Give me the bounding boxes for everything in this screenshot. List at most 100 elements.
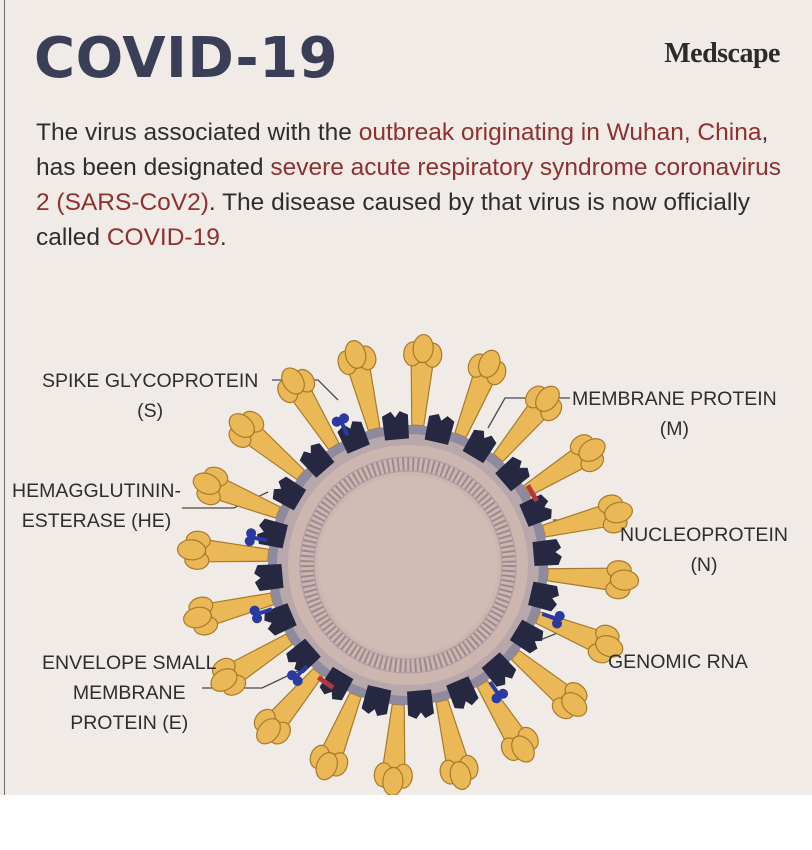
spike-head-lobe bbox=[281, 367, 305, 395]
spike-glycoprotein bbox=[373, 703, 413, 795]
he-head bbox=[554, 610, 565, 621]
intro-text-4: . bbox=[219, 224, 227, 251]
spike-glycoprotein bbox=[454, 349, 507, 439]
spike-stalk bbox=[214, 477, 282, 519]
hemagglutinin-esterase bbox=[541, 610, 565, 629]
spike-head-lobe bbox=[228, 413, 255, 438]
spike-head-lobe bbox=[478, 349, 501, 378]
intro-text-1: The virus associated with the bbox=[36, 119, 359, 146]
spike-glycoprotein bbox=[522, 434, 606, 497]
he-stalk bbox=[488, 680, 500, 695]
label-n-line1: NUCLEOPROTEIN bbox=[620, 524, 788, 546]
label-spike-line1: SPIKE GLYCOPROTEIN bbox=[42, 370, 259, 392]
membrane-protein bbox=[532, 538, 562, 566]
page-title: COVID-19 bbox=[34, 26, 339, 91]
membrane-protein-body bbox=[407, 689, 435, 719]
membrane-protein-body bbox=[509, 619, 544, 654]
membrane-protein-body bbox=[272, 476, 307, 511]
spike-glycoprotein bbox=[492, 385, 563, 463]
virion-particle bbox=[176, 333, 640, 795]
membrane-protein-body bbox=[424, 414, 455, 445]
he-stalk bbox=[541, 612, 557, 621]
genomic-rna-coil bbox=[299, 456, 517, 674]
spike-glycoprotein bbox=[253, 667, 324, 745]
membrane-protein bbox=[495, 456, 530, 492]
spike-glycoprotein bbox=[435, 698, 479, 790]
membrane-protein bbox=[381, 411, 409, 441]
spike-head-lobe bbox=[412, 333, 434, 364]
membrane-protein-body bbox=[381, 411, 409, 441]
membrane-protein-body bbox=[299, 443, 335, 478]
he-head bbox=[246, 528, 257, 539]
spike-head-lobe bbox=[449, 761, 472, 790]
membrane-protein-body bbox=[462, 429, 497, 464]
spike-glycoprotein bbox=[309, 691, 362, 781]
membrane-protein bbox=[286, 638, 321, 674]
membrane-protein bbox=[407, 689, 435, 719]
hemagglutinin-esterase bbox=[249, 605, 273, 624]
capsid-interior bbox=[318, 475, 498, 655]
label-n-line2: (N) bbox=[690, 554, 718, 576]
label-genomic-rna: GENOMIC RNA bbox=[608, 647, 748, 677]
membrane-protein-body bbox=[319, 666, 354, 701]
spike-stalk bbox=[510, 649, 572, 705]
spike-head-lobe bbox=[344, 340, 367, 369]
spike-head-lobe bbox=[578, 438, 606, 462]
spike-glycoprotein bbox=[228, 410, 306, 481]
intro-highlight-origin: outbreak originating in Wuhan, China bbox=[358, 119, 762, 146]
he-stalk bbox=[295, 664, 309, 678]
spike-glycoprotein bbox=[176, 530, 270, 570]
membrane-protein-body bbox=[361, 685, 392, 716]
brand-logo: Medscape bbox=[664, 38, 780, 69]
membrane-protein bbox=[424, 414, 455, 445]
membrane-protein-body bbox=[264, 603, 297, 636]
rna-coil-edge bbox=[299, 456, 517, 674]
spike-head-lobe bbox=[176, 539, 207, 561]
membrane-protein bbox=[299, 443, 335, 478]
label-he-line1: HEMAGGLUTININ- bbox=[12, 480, 182, 502]
membrane-protein bbox=[519, 494, 552, 527]
label-membrane-line1: MEMBRANE PROTEIN bbox=[572, 388, 777, 410]
spike-glycoprotein bbox=[476, 679, 539, 763]
he-head bbox=[339, 413, 350, 424]
spike-glycoprotein bbox=[541, 494, 633, 538]
label-envelope-line1: ENVELOPE SMALL bbox=[42, 652, 217, 674]
spike-glycoprotein bbox=[534, 611, 624, 664]
he-stalk bbox=[339, 421, 350, 437]
label-hemagglutinin-esterase: HEMAGGLUTININ- ESTERASE (HE) bbox=[12, 476, 181, 536]
membrane-protein bbox=[264, 603, 297, 636]
hemagglutinin-esterase bbox=[244, 528, 268, 547]
spike-stalk bbox=[320, 691, 362, 759]
spike-glycoprotein bbox=[510, 649, 588, 720]
spike-stalk bbox=[244, 425, 306, 481]
membrane-protein-body bbox=[495, 456, 530, 492]
spike-head-lobe bbox=[609, 569, 640, 591]
spike-glycoprotein bbox=[403, 333, 443, 427]
spike-head-lobe bbox=[210, 668, 238, 692]
spike-head-lobe bbox=[183, 606, 212, 629]
label-envelope-small-membrane-protein: ENVELOPE SMALL MEMBRANE PROTEIN (E) bbox=[42, 648, 217, 738]
label-rna-line1: GENOMIC RNA bbox=[608, 651, 748, 673]
membrane-protein-body bbox=[528, 581, 559, 612]
spike-head-lobe bbox=[511, 735, 535, 763]
membrane-protein bbox=[481, 652, 517, 687]
envelope-small-membrane-protein bbox=[316, 675, 335, 690]
spike-head-lobe bbox=[382, 766, 404, 795]
membrane-protein-body bbox=[519, 494, 552, 527]
label-membrane-protein: MEMBRANE PROTEIN (M) bbox=[572, 384, 777, 444]
label-nucleoprotein: NUCLEOPROTEIN (N) bbox=[620, 520, 788, 580]
membrane-protein-body bbox=[254, 564, 284, 592]
membrane-protein bbox=[319, 666, 354, 701]
intro-text-3: . The disease caused by that virus is no… bbox=[36, 189, 751, 251]
spike-glycoprotein bbox=[337, 340, 381, 432]
label-envelope-line3: PROTEIN (E) bbox=[70, 712, 189, 734]
spike-stalk bbox=[492, 401, 548, 463]
spike-head-lobe bbox=[604, 501, 633, 524]
label-membrane-line2: (M) bbox=[659, 418, 689, 440]
hemagglutinin-esterase bbox=[331, 413, 350, 437]
he-stalk bbox=[258, 607, 273, 616]
left-border-line bbox=[4, 0, 5, 795]
membrane-protein bbox=[254, 564, 284, 592]
spike-glycoprotein bbox=[192, 466, 282, 519]
spike-head-lobe bbox=[315, 752, 338, 781]
